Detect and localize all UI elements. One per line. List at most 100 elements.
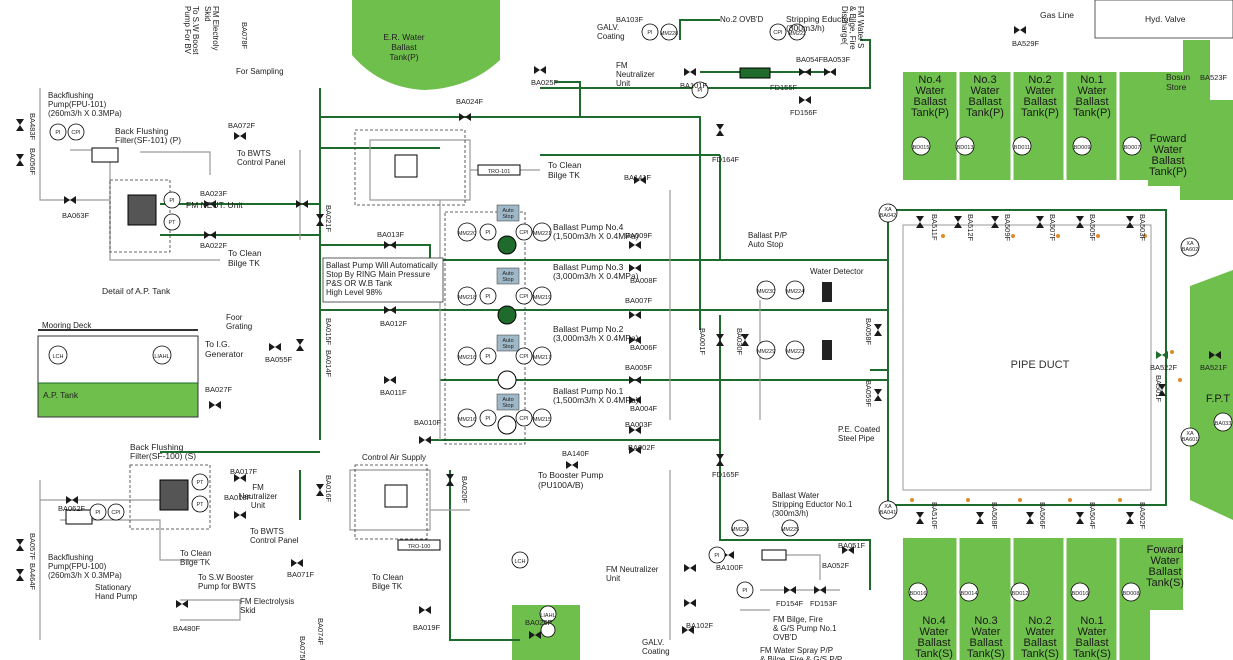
pumps-1-name-label: Ballast Pump No.3 bbox=[553, 262, 624, 272]
pi-tag-10: PI bbox=[742, 588, 748, 594]
ba019f-label: BA019F bbox=[413, 623, 441, 632]
ba058f-label: BA058F bbox=[864, 318, 873, 346]
bottom-liahl-1: BD014 bbox=[961, 591, 978, 597]
pi-tag-0: PI bbox=[55, 130, 61, 136]
ba003f-label: BA003F bbox=[625, 420, 653, 429]
ba002f-label: BA002F bbox=[628, 443, 656, 452]
instruments-pump3_pi-label: MM218 bbox=[458, 295, 476, 301]
ba009f-label: BA009F bbox=[625, 231, 653, 240]
tanks-fpt-label: F.P.T bbox=[1206, 393, 1231, 405]
fd165f-label: FD165F bbox=[712, 470, 740, 479]
top-liahl-2: BD011 bbox=[1014, 145, 1030, 151]
equipment-galv_coating2-label: GALV.Coating bbox=[642, 638, 670, 656]
bottom-duct-valve-0: BA510F bbox=[930, 502, 939, 530]
tanks-pipe_duct-label: PIPE DUCT bbox=[1011, 359, 1070, 371]
ba501f-label: BA501F bbox=[1154, 375, 1163, 403]
ba521f-label: BA521F bbox=[1200, 363, 1228, 372]
instruments-pump4_pi-label: MM220 bbox=[458, 231, 476, 237]
top-liahl-4: BD007 bbox=[1124, 145, 1141, 151]
note-box bbox=[322, 257, 444, 303]
bottom-liahl-4: BD008 bbox=[1123, 591, 1140, 597]
ba006f-label: BA006F bbox=[630, 343, 658, 352]
pi-tag-5: PI bbox=[485, 230, 491, 236]
auto-stop-box-4 bbox=[496, 204, 520, 222]
instruments-pump2_cpi-label: MM217 bbox=[533, 355, 551, 361]
auto-stop-box-1 bbox=[496, 393, 520, 411]
top-duct-valve-3: BA507F bbox=[1048, 214, 1057, 242]
auto-stop-box-3 bbox=[496, 267, 520, 285]
equipment-fm_neut_unit-label: FM NEUT. Unit bbox=[186, 200, 243, 210]
equipment bbox=[65, 0, 1233, 561]
ba522f-label: BA522F bbox=[1150, 363, 1178, 372]
instruments-pump1_pi-label: MM216 bbox=[458, 417, 476, 423]
ba013f-label: BA013F bbox=[377, 230, 405, 239]
pumps-2-name-label: Ballast Pump No.2 bbox=[553, 324, 624, 334]
ba010f-label: BA010F bbox=[414, 418, 442, 427]
top-liahl-3: BD009 bbox=[1074, 145, 1091, 151]
equipment-no2_ovbd-label: No.2 OVB'D bbox=[720, 15, 764, 24]
ba529f-label: BA529F bbox=[1012, 39, 1040, 48]
ba008f-label: BA008F bbox=[630, 276, 658, 285]
ba071f-label: BA071F bbox=[287, 570, 315, 579]
ba063f-label: BA063F bbox=[62, 211, 90, 220]
pi-tag-1: PI bbox=[169, 198, 175, 204]
secondary-piping bbox=[39, 88, 840, 640]
fd153f-label: FD153F bbox=[810, 599, 838, 608]
pt-tag-2: PT bbox=[196, 502, 204, 508]
legend-box bbox=[1094, 0, 1233, 39]
instruments-pi_mm224-label: MM224 bbox=[786, 289, 804, 295]
bottom-duct-valve-4: BA502F bbox=[1138, 502, 1147, 530]
top-duct-valve-2: BA509F bbox=[1003, 214, 1012, 242]
notes-water_detector-label: Water Detector bbox=[810, 267, 864, 276]
lch-lower: LCH bbox=[514, 559, 525, 565]
pt-tag-1: PT bbox=[196, 480, 204, 486]
equipment-to_sw_booster_top-label: To S.W BoostPump For BV bbox=[183, 6, 200, 55]
equipment-fm_electrolysis_top-label: FM ElectrolySkid bbox=[203, 6, 220, 50]
ba523f-label: BA523F bbox=[1200, 73, 1228, 82]
neut-box-top bbox=[394, 154, 418, 178]
top-duct-valve-1: BA512F bbox=[966, 214, 975, 242]
eductor-top bbox=[739, 67, 771, 79]
pipe-duct-frame bbox=[887, 209, 1167, 506]
tanks-mooring_deck-label: Mooring Deck bbox=[42, 321, 92, 330]
ba017f-label: BA017F bbox=[230, 467, 258, 476]
instruments-pcl_mm229-label: MM229 bbox=[757, 349, 775, 355]
top-duct-valve-5: BA503F bbox=[1138, 214, 1147, 242]
instruments-pump1_cpi-label: MM215 bbox=[533, 417, 551, 423]
ba030f-label: BA030F bbox=[735, 328, 744, 356]
tro-100-box bbox=[397, 539, 441, 551]
pump-1 bbox=[496, 393, 520, 435]
instruments-pi_mm228-label: MM228 bbox=[660, 31, 678, 37]
pt-tag-0: PT bbox=[168, 220, 176, 226]
ba141f-label: BA141F bbox=[624, 173, 652, 182]
main-piping bbox=[160, 19, 888, 641]
instruments-pump4_cpi-label: MM221 bbox=[533, 231, 551, 237]
equipment-for_sampling-label: For Sampling bbox=[236, 67, 284, 76]
cpi-tag-0: CPI bbox=[71, 130, 81, 136]
lch-ap: LCH bbox=[52, 354, 63, 360]
header-gas_line-label: Gas Line bbox=[1040, 10, 1074, 20]
ap-tank-outline bbox=[37, 329, 199, 418]
pump-3 bbox=[496, 267, 520, 325]
